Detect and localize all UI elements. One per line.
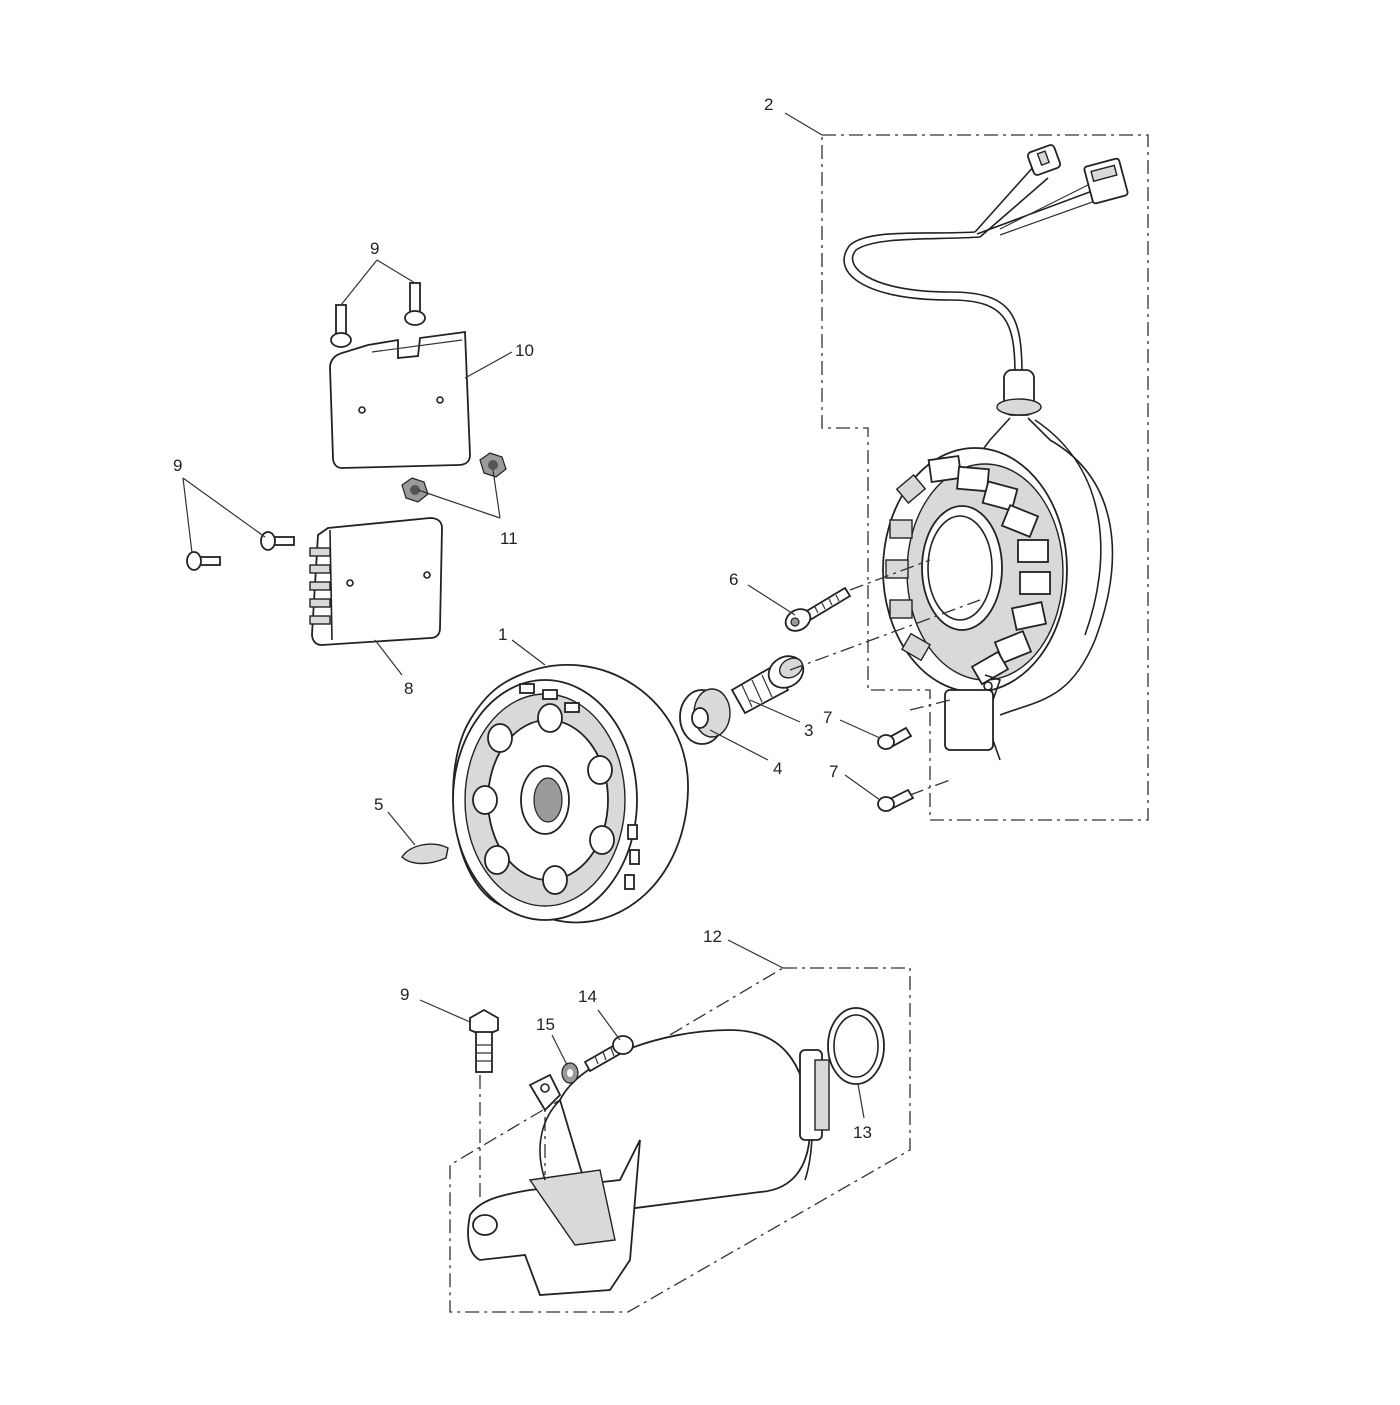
flywheel-rotor (452, 664, 689, 924)
callout-7a: 7 (823, 708, 832, 727)
callout-10: 10 (515, 341, 534, 360)
plate-bolt-left (330, 304, 352, 348)
regulator-bolt-lower (186, 551, 221, 571)
callout-13: 13 (853, 1123, 872, 1142)
callout-2: 2 (764, 95, 773, 114)
callout-7b: 7 (829, 762, 838, 781)
callout-5: 5 (374, 795, 383, 814)
sensor-screw-lower (877, 788, 915, 812)
leader-13 (857, 1083, 865, 1119)
callout-8: 8 (404, 679, 413, 698)
rotor-bolt (730, 655, 805, 715)
leader-3 (749, 699, 801, 723)
callout-15: 15 (536, 1015, 555, 1034)
callout-11: 11 (500, 529, 518, 548)
starter-screw (583, 1035, 634, 1073)
callout-4: 4 (773, 759, 782, 778)
starter-assembly-boundary (449, 967, 911, 1313)
leader-11 (417, 469, 501, 519)
leader-2 (784, 112, 823, 136)
leader-10 (464, 351, 513, 379)
leader-7a (839, 719, 881, 739)
leader-1 (511, 639, 546, 666)
stator-assembly-boundary (821, 134, 1149, 821)
starter-motor (467, 1029, 830, 1296)
mounting-plate (329, 330, 471, 469)
plate-bolt-right (404, 282, 426, 326)
leader-6 (747, 584, 796, 616)
regulator-rectifier (309, 517, 443, 646)
sensor-screw-upper (877, 726, 913, 750)
callout-9b: 9 (173, 456, 182, 475)
leader-lines (182, 112, 881, 1119)
starter-bolt (469, 1008, 499, 1073)
callout-12: 12 (703, 927, 722, 946)
leader-12 (727, 939, 784, 969)
leader-15 (551, 1034, 568, 1066)
stator (843, 144, 1129, 761)
lock-washer (561, 1062, 579, 1084)
woodruff-key (401, 843, 449, 865)
leader-9b (182, 477, 266, 554)
washer (679, 688, 731, 745)
callout-14: 14 (578, 987, 597, 1006)
callout-labels: 1 2 3 4 5 6 7 7 8 9 9 9 10 11 12 13 14 1… (173, 95, 872, 1142)
callout-9c: 9 (400, 985, 409, 1004)
callout-1: 1 (498, 625, 507, 644)
callout-9a: 9 (370, 239, 379, 258)
callout-6: 6 (729, 570, 738, 589)
leader-5 (387, 811, 416, 846)
leader-7b (844, 774, 881, 801)
leader-4 (709, 729, 769, 761)
stator-screw (784, 586, 852, 632)
callout-3: 3 (804, 721, 813, 740)
leader-14 (597, 1009, 621, 1041)
regulator-bolt-upper (260, 531, 295, 551)
leader-9c (419, 999, 471, 1023)
leader-9a (340, 259, 416, 306)
leader-8 (374, 639, 403, 676)
nut-left (401, 477, 429, 503)
o-ring (827, 1007, 885, 1085)
nut-right (479, 452, 507, 478)
